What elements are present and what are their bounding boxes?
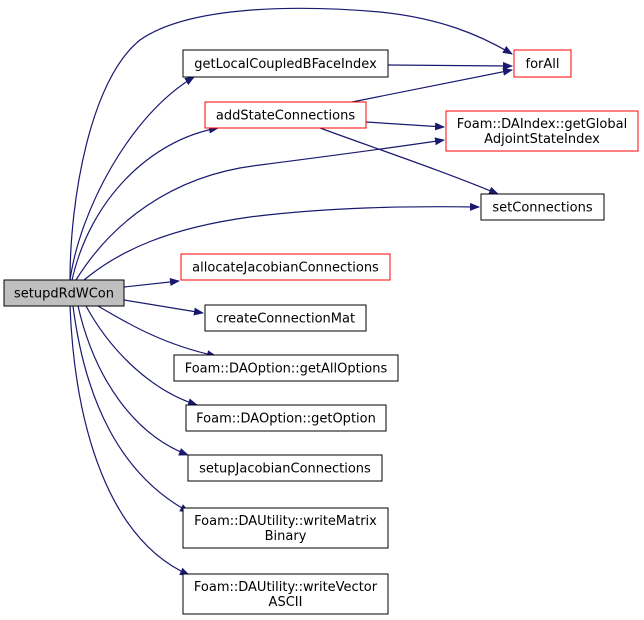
node-box xyxy=(185,404,387,432)
node-box xyxy=(182,507,389,549)
node-forAll[interactable]: forAll xyxy=(513,49,572,78)
node-label: Foam::DAOption::getAllOptions xyxy=(185,362,388,377)
node-label: Foam::DAIndex::getGlobal xyxy=(457,117,627,132)
edge-setupdRdWCon-to-createConnectionMat xyxy=(123,299,204,316)
node-box xyxy=(182,49,389,78)
node-getAllOptions[interactable]: Foam::DAOption::getAllOptions xyxy=(173,354,399,382)
edge-setupdRdWCon-to-setConnections xyxy=(83,202,480,281)
node-getLocalCoupledBFaceIndex[interactable]: getLocalCoupledBFaceIndex xyxy=(182,49,389,78)
node-box xyxy=(3,279,125,307)
node-box xyxy=(180,253,391,281)
node-getGlobalAdjointStateIndex[interactable]: Foam::DAIndex::getGlobalAdjointStateInde… xyxy=(445,110,639,152)
node-label: ASCII xyxy=(269,595,303,610)
node-label: setupJacobianConnections xyxy=(199,462,371,477)
node-setConnections[interactable]: setConnections xyxy=(480,193,605,221)
node-box xyxy=(204,101,367,129)
node-label: forAll xyxy=(526,57,560,72)
nodes-layer: setupdRdWCon getLocalCoupledBFaceIndex for… xyxy=(3,49,639,615)
edge-addStateConnections-to-getGlobalAdjointStateIndex xyxy=(365,121,445,131)
edge-addStateConnections-to-setConnections xyxy=(319,127,499,195)
node-getOption[interactable]: Foam::DAOption::getOption xyxy=(185,404,387,432)
edge-setupdRdWCon-to-getGlobalAdjointStateIndex xyxy=(75,137,445,281)
node-createConnectionMat[interactable]: createConnectionMat xyxy=(204,304,367,332)
node-label: addStateConnections xyxy=(216,109,355,124)
node-box xyxy=(187,454,383,482)
edge-setupdRdWCon-to-setupJacobianConnections xyxy=(77,305,189,456)
edge-addStateConnections-to-forAll xyxy=(351,67,513,103)
node-label: AdjointStateIndex xyxy=(484,132,600,147)
node-allocateJacobianConnections[interactable]: allocateJacobianConnections xyxy=(180,253,391,281)
node-box xyxy=(173,354,399,382)
node-box xyxy=(513,49,572,78)
edge-setupdRdWCon-to-addStateConnections xyxy=(71,125,219,281)
edges-layer xyxy=(69,7,513,576)
edge-setupdRdWCon-to-getOption xyxy=(85,305,198,407)
node-box xyxy=(182,573,389,615)
node-setupJacobianConnections[interactable]: setupJacobianConnections xyxy=(187,454,383,482)
node-box xyxy=(480,193,605,221)
node-label: allocateJacobianConnections xyxy=(192,261,379,276)
edge-setupdRdWCon-to-writeMatrixBinary xyxy=(72,305,190,513)
edge-setupdRdWCon-to-allocateJacobianConnections xyxy=(123,277,180,288)
node-label: setupdRdWCon xyxy=(14,287,114,302)
node-label: Binary xyxy=(265,529,307,544)
node-label: Foam::DAUtility::writeMatrix xyxy=(194,514,377,529)
edge-setupdRdWCon-to-forAll xyxy=(69,7,513,281)
edge-setupdRdWCon-to-writeVectorASCII xyxy=(69,305,190,576)
edge-setupdRdWCon-to-getAllOptions xyxy=(97,305,217,359)
node-label: Foam::DAOption::getOption xyxy=(196,412,376,427)
node-box xyxy=(204,304,367,332)
node-label: setConnections xyxy=(492,201,592,216)
node-setupdRdWCon: setupdRdWCon xyxy=(3,279,125,307)
edge-setupdRdWCon-to-getLocalCoupledBFaceIndex xyxy=(69,76,195,281)
edge-getLocalCoupledBFaceIndex-to-forAll xyxy=(387,61,513,70)
node-box xyxy=(445,110,639,152)
node-label: createConnectionMat xyxy=(216,312,355,327)
node-label: Foam::DAUtility::writeVector xyxy=(194,580,378,595)
node-addStateConnections[interactable]: addStateConnections xyxy=(204,101,367,129)
node-label: getLocalCoupledBFaceIndex xyxy=(194,57,377,72)
